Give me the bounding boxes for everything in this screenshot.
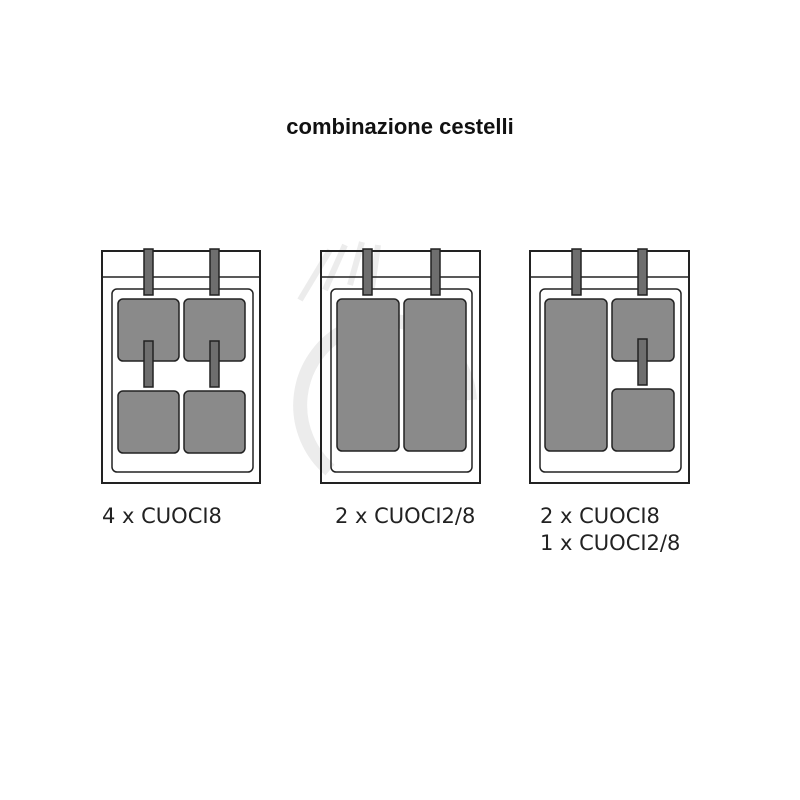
fryer-well xyxy=(539,288,682,473)
basket-handle xyxy=(143,340,154,388)
config-4-cuoci8 xyxy=(101,248,261,484)
caption-line: 1 x CUOCI2/8 xyxy=(540,531,681,555)
fryer-well xyxy=(111,288,254,473)
basket-handle xyxy=(143,248,154,296)
config-mixed xyxy=(529,248,690,484)
basket-handle xyxy=(637,248,648,296)
basket-cuoci2-8 xyxy=(336,298,400,452)
basket-cuoci8 xyxy=(117,390,180,454)
caption-line: 2 x CUOCI2/8 xyxy=(335,504,476,528)
fryer-outline xyxy=(101,250,261,484)
basket-cuoci8 xyxy=(611,388,675,452)
basket-handle xyxy=(209,340,220,388)
caption-config-1: 4 x CUOCI8 xyxy=(102,503,222,530)
fryer-outline xyxy=(320,250,481,484)
basket-handle xyxy=(362,248,373,296)
basket-cuoci2-8 xyxy=(544,298,608,452)
fryer-well xyxy=(330,288,473,473)
caption-config-3: 2 x CUOCI8 1 x CUOCI2/8 xyxy=(540,503,680,557)
diagram-title: combinazione cestelli xyxy=(286,114,514,139)
fryer-outline xyxy=(529,250,690,484)
config-2-cuoci2-8 xyxy=(320,248,481,484)
basket-handle xyxy=(571,248,582,296)
caption-line: 4 x CUOCI8 xyxy=(102,504,222,528)
caption-config-2: 2 x CUOCI2/8 xyxy=(335,503,475,530)
basket-cuoci8 xyxy=(183,390,246,454)
basket-handle xyxy=(637,338,648,386)
basket-handle xyxy=(430,248,441,296)
basket-cuoci2-8 xyxy=(403,298,467,452)
basket-handle xyxy=(209,248,220,296)
caption-line: 2 x CUOCI8 xyxy=(540,504,660,528)
